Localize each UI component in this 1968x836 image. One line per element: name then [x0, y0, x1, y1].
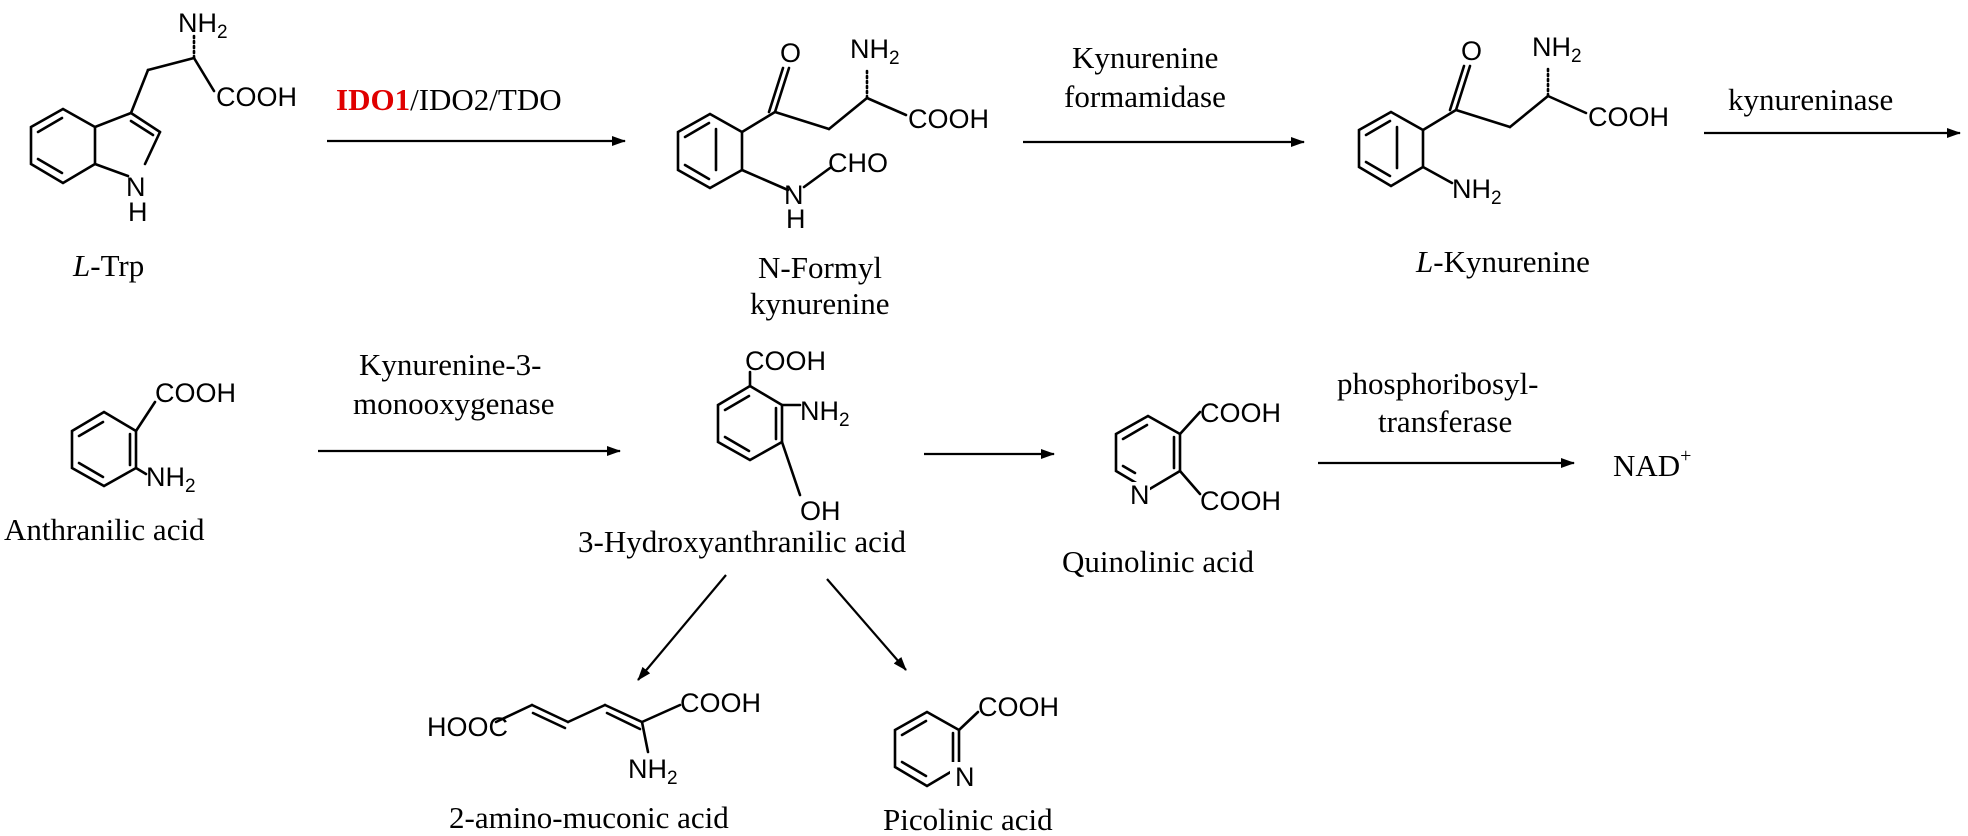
enzyme-kmo-line2: monooxygenase	[353, 386, 554, 421]
quinolinic-ring-nitrogen: N	[1130, 480, 1150, 510]
nfk-ketone-oxygen: O	[780, 38, 801, 68]
l-kynurenine-label: L-Kynurenine	[1415, 244, 1590, 279]
muconic-hooc-group: HOOC	[427, 712, 508, 742]
kyn-carboxyl-group: COOH	[1588, 102, 1669, 132]
2-amino-muconic-acid-structure: HOOC COOH NH2 2-amino-muconic acid	[427, 688, 761, 835]
n-formylkynurenine-structure: O NH2 COOH N H CHO N-Formyl kynurenine	[676, 34, 989, 321]
enzyme-ido-tdo: IDO1/IDO2/TDO	[336, 82, 562, 117]
trp-indole-hydrogen: H	[128, 197, 148, 227]
2-amino-muconic-acid-label: 2-amino-muconic acid	[449, 800, 729, 835]
quinolinic-carboxyl-group-1: COOH	[1200, 398, 1281, 428]
trp-carboxyl-group: COOH	[216, 82, 297, 112]
3-hydroxyanthranilic-acid-label: 3-Hydroxyanthranilic acid	[578, 524, 906, 559]
enzyme-kynureninase: kynureninase	[1728, 82, 1893, 117]
arrow-haa-to-muconic	[637, 574, 727, 681]
l-kynurenine-structure: O NH2 COOH NH2 L-Kynurenine	[1357, 32, 1669, 279]
nfk-amide-nitrogen: N	[784, 180, 804, 210]
picolinic-acid-structure: N COOH Picolinic acid	[883, 692, 1059, 836]
nad-plus-product: NAD+	[1613, 445, 1691, 483]
enzyme-kynurenine-formamidase-line2: formamidase	[1064, 79, 1226, 114]
picolinic-acid-label: Picolinic acid	[883, 802, 1053, 836]
picolinic-ring-nitrogen: N	[955, 762, 975, 792]
nfk-amino-group: NH2	[850, 34, 900, 69]
haa-hydroxyl-group: OH	[800, 496, 841, 526]
trp-indole-nitrogen: N	[126, 172, 146, 202]
enzyme-kmo-line1: Kynurenine-3-	[359, 347, 542, 382]
kyn-ketone-oxygen: O	[1461, 36, 1482, 66]
nfk-label-line2: kynurenine	[750, 286, 889, 321]
nfk-carboxyl-group: COOH	[908, 104, 989, 134]
haa-amino-group: NH2	[800, 396, 850, 431]
anthranilic-acid-structure: COOH NH2 Anthranilic acid	[4, 378, 236, 547]
muconic-amino-group: NH2	[628, 754, 678, 789]
haa-carboxyl-group: COOH	[745, 346, 826, 376]
nfk-formyl-group: CHO	[828, 148, 888, 178]
picolinic-carboxyl-group: COOH	[978, 692, 1059, 722]
enzyme-phosphoribosyltransferase-line2: transferase	[1378, 404, 1512, 439]
quinolinic-acid-label: Quinolinic acid	[1062, 544, 1254, 579]
nfk-amide-hydrogen: H	[786, 204, 806, 234]
l-trp-label: L-Trp	[72, 248, 144, 283]
quinolinic-carboxyl-group-2: COOH	[1200, 486, 1281, 516]
kyn-alpha-amino-group: NH2	[1532, 32, 1582, 67]
nfk-label-line1: N-Formyl	[758, 250, 882, 285]
quinolinic-acid-structure: N COOH COOH Quinolinic acid	[1062, 398, 1281, 579]
muconic-carboxyl-group: COOH	[680, 688, 761, 718]
anthranilic-acid-label: Anthranilic acid	[4, 512, 205, 547]
trp-amino-group: NH2	[178, 8, 228, 43]
anthranilic-amino-group: NH2	[146, 462, 196, 497]
kyn-aryl-amino-group: NH2	[1452, 174, 1502, 209]
arrow-haa-to-picolinic	[826, 578, 907, 671]
anthranilic-carboxyl-group: COOH	[155, 378, 236, 408]
enzyme-phosphoribosyltransferase-line1: phosphoribosyl-	[1337, 366, 1539, 401]
l-tryptophan-structure: NH2 COOH N H L-Trp	[29, 8, 297, 283]
3-hydroxyanthranilic-acid-structure: COOH NH2 OH 3-Hydroxyanthranilic acid	[578, 346, 906, 559]
enzyme-kynurenine-formamidase-line1: Kynurenine	[1072, 40, 1218, 75]
